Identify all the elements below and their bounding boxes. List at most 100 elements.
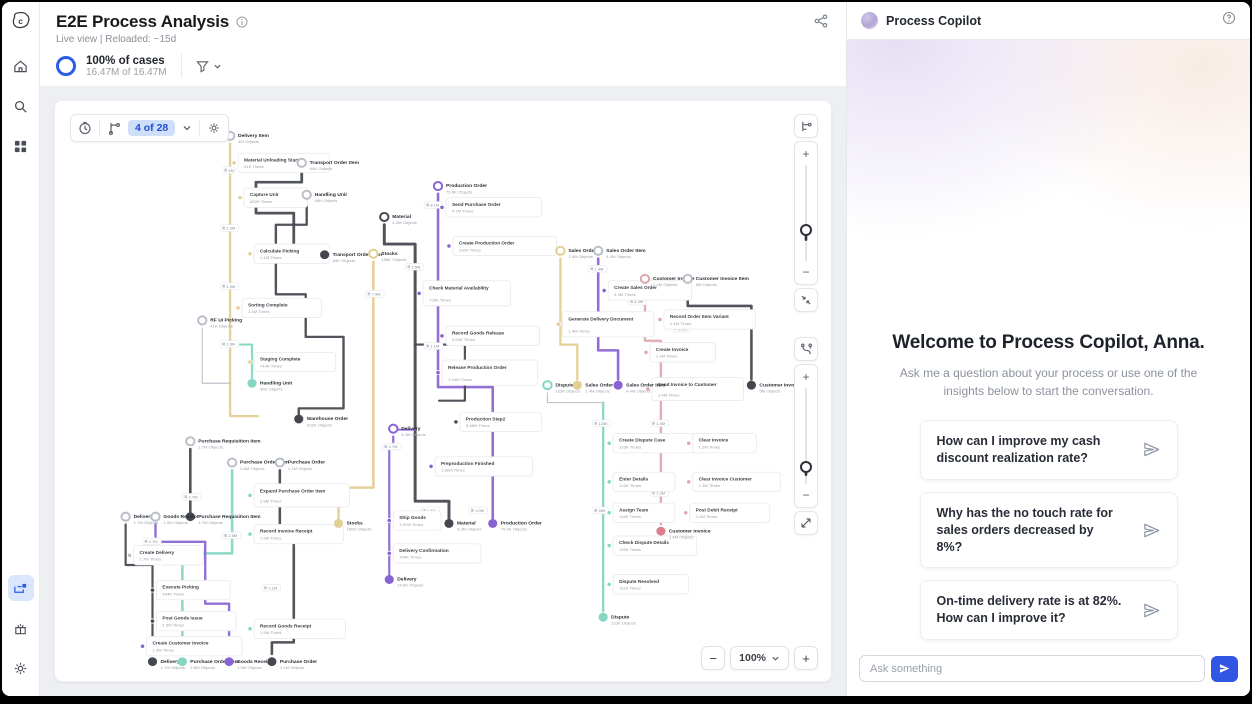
activity-slider-minus[interactable]: − — [802, 265, 810, 279]
insight-card-cash-discount[interactable]: How can I improve my cash discount reali… — [919, 420, 1178, 480]
activity-slider-track[interactable] — [797, 165, 815, 261]
activity-box[interactable] — [146, 636, 243, 657]
process-edge[interactable] — [228, 142, 260, 418]
activity-box[interactable] — [692, 433, 757, 454]
object-end-node[interactable] — [185, 512, 195, 522]
map-settings-gear-icon[interactable] — [207, 121, 221, 135]
object-start-node[interactable] — [226, 457, 238, 468]
expand-icon[interactable] — [794, 511, 818, 535]
slider-handle[interactable] — [798, 460, 814, 482]
apps-grid-icon[interactable] — [8, 133, 34, 159]
zoom-in-button[interactable]: + — [794, 646, 818, 670]
object-start-node[interactable] — [639, 273, 651, 284]
object-end-node[interactable] — [488, 518, 498, 528]
activity-box[interactable] — [422, 280, 512, 307]
object-end-node[interactable] — [384, 575, 394, 584]
object-start-node[interactable] — [150, 511, 161, 522]
process-map[interactable]: 8.1M1.5M7.9M1.1M2.7M1.5K1.0M4M2.3M1.9M1.… — [55, 101, 831, 681]
object-start-node[interactable] — [682, 273, 693, 284]
object-end-node[interactable] — [656, 526, 666, 536]
activity-box[interactable] — [452, 235, 557, 257]
activity-box[interactable] — [663, 309, 756, 330]
object-end-node[interactable] — [444, 518, 454, 528]
activity-slider-plus[interactable]: + — [802, 147, 810, 161]
object-end-node[interactable] — [613, 380, 623, 390]
activity-box[interactable] — [459, 411, 542, 432]
process-edge[interactable] — [201, 327, 231, 384]
activity-box[interactable] — [445, 197, 542, 218]
send-button[interactable] — [1211, 655, 1238, 682]
object-start-node[interactable] — [542, 380, 553, 391]
object-start-node[interactable] — [593, 245, 604, 256]
activity-box[interactable] — [237, 152, 330, 173]
slider-handle[interactable] — [798, 223, 814, 245]
help-icon[interactable] — [1222, 11, 1236, 30]
object-start-node[interactable] — [120, 511, 131, 522]
activity-box[interactable] — [441, 359, 538, 386]
object-end-node[interactable] — [224, 657, 234, 667]
activity-box[interactable] — [561, 311, 655, 338]
zoom-level-select[interactable]: 100% — [730, 646, 789, 670]
activity-box[interactable] — [243, 187, 309, 208]
zoom-out-button[interactable]: − — [701, 646, 726, 670]
process-edge[interactable] — [559, 257, 579, 381]
activity-box[interactable] — [649, 342, 716, 363]
collapse-icon[interactable] — [794, 288, 818, 312]
object-end-node[interactable] — [572, 380, 582, 390]
process-edge[interactable] — [686, 285, 753, 381]
process-edge[interactable] — [382, 223, 451, 521]
activity-box[interactable] — [253, 243, 330, 264]
process-edge[interactable] — [270, 469, 296, 656]
throughput-time-icon[interactable] — [78, 121, 92, 135]
object-start-node[interactable] — [388, 423, 399, 434]
connections-slider-icon[interactable] — [794, 337, 818, 361]
object-start-node[interactable] — [185, 436, 196, 447]
object-end-node[interactable] — [294, 414, 304, 424]
object-end-node[interactable] — [333, 518, 344, 528]
activity-box[interactable] — [156, 580, 231, 601]
activity-box[interactable] — [392, 543, 482, 564]
object-start-node[interactable] — [432, 181, 444, 192]
process-edge[interactable] — [546, 392, 604, 404]
activity-box[interactable] — [607, 280, 693, 301]
activity-box[interactable] — [651, 377, 744, 402]
activity-box[interactable] — [253, 351, 336, 373]
activity-box[interactable] — [692, 471, 781, 492]
process-edge[interactable] — [181, 469, 234, 656]
search-icon[interactable] — [8, 93, 34, 119]
connection-slider[interactable]: + − — [794, 364, 818, 508]
connection-slider-minus[interactable]: − — [802, 488, 810, 502]
connection-slider-plus[interactable]: + — [802, 370, 810, 384]
ask-input[interactable] — [859, 655, 1205, 682]
send-icon[interactable] — [1142, 601, 1161, 620]
settings-gear-icon[interactable] — [8, 655, 34, 681]
home-icon[interactable] — [8, 53, 34, 79]
activity-box[interactable] — [612, 574, 690, 595]
activities-slider-icon[interactable] — [794, 114, 818, 138]
share-icon[interactable] — [814, 14, 828, 33]
activity-box[interactable] — [612, 535, 698, 556]
connection-slider-track[interactable] — [797, 388, 815, 484]
object-end-node[interactable] — [147, 657, 158, 667]
activity-box[interactable] — [253, 483, 350, 508]
object-end-node[interactable] — [247, 378, 257, 388]
activity-box[interactable] — [253, 618, 346, 639]
activity-box[interactable] — [445, 325, 540, 346]
process-edge[interactable] — [254, 169, 327, 253]
activity-box[interactable] — [133, 545, 204, 566]
activity-box[interactable] — [156, 611, 237, 632]
object-start-node[interactable] — [555, 245, 566, 256]
title-info-icon[interactable] — [236, 16, 248, 28]
process-explorer-icon[interactable] — [7, 575, 34, 601]
send-icon[interactable] — [1142, 440, 1161, 459]
object-start-node[interactable] — [368, 248, 379, 259]
activity-box[interactable] — [612, 502, 676, 523]
object-start-node[interactable] — [197, 315, 208, 326]
activity-slider[interactable]: + − — [794, 141, 818, 285]
activity-box[interactable] — [689, 502, 770, 523]
activity-box[interactable] — [241, 297, 323, 318]
object-end-node[interactable] — [598, 612, 608, 622]
activity-box[interactable] — [434, 456, 533, 477]
activity-box[interactable] — [612, 471, 676, 492]
object-start-node[interactable] — [274, 457, 286, 468]
